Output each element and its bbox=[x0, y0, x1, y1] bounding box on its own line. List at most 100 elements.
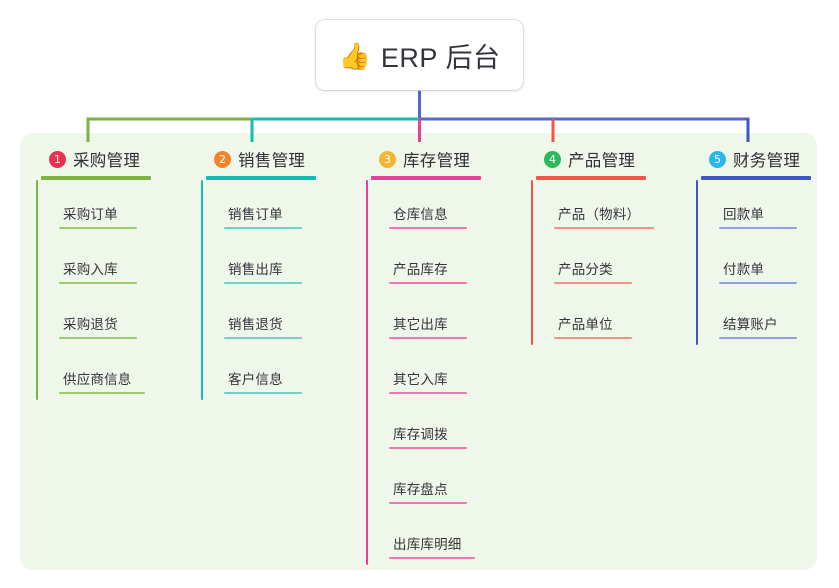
diagram-board bbox=[20, 133, 817, 570]
column-title: 产品管理 bbox=[568, 152, 636, 170]
child-node-underline bbox=[59, 226, 137, 229]
root-title: ERP 后台 bbox=[380, 42, 501, 73]
root-node[interactable]: 👍 ERP 后台 bbox=[316, 20, 523, 90]
column-销售管理: 2 销售管理销售订单销售出库销售退货客户信息 bbox=[201, 146, 316, 400]
child-node-underline bbox=[389, 391, 467, 394]
child-node-label: 产品单位 bbox=[558, 316, 613, 332]
children-spine bbox=[531, 179, 533, 345]
child-node[interactable]: 采购入库 bbox=[41, 235, 151, 290]
child-node-label: 结算账户 bbox=[723, 316, 778, 332]
child-node-label: 库存盘点 bbox=[393, 481, 448, 497]
child-node[interactable]: 库存调拨 bbox=[371, 400, 481, 455]
child-node-underline bbox=[389, 501, 467, 504]
child-node[interactable]: 仓库信息 bbox=[371, 180, 481, 235]
child-node-label: 付款单 bbox=[723, 261, 765, 277]
child-node[interactable]: 销售订单 bbox=[206, 180, 316, 235]
column-header-采购管理[interactable]: 1 采购管理 bbox=[36, 146, 151, 172]
child-node[interactable]: 产品分类 bbox=[536, 235, 646, 290]
child-node-underline bbox=[554, 226, 654, 229]
column-title: 财务管理 bbox=[733, 152, 801, 170]
child-node-underline bbox=[719, 226, 797, 229]
column-财务管理: 5 财务管理回款单付款单结算账户 bbox=[696, 146, 811, 345]
child-node[interactable]: 付款单 bbox=[701, 235, 811, 290]
child-node[interactable]: 采购退货 bbox=[41, 290, 151, 345]
child-node-underline bbox=[719, 281, 797, 284]
child-node-underline bbox=[59, 336, 137, 339]
child-node-underline bbox=[719, 336, 797, 339]
child-node[interactable]: 产品库存 bbox=[371, 235, 481, 290]
child-node-label: 回款单 bbox=[723, 206, 765, 222]
child-node-underline bbox=[224, 281, 302, 284]
child-node-label: 采购退货 bbox=[63, 316, 118, 332]
child-node-label: 客户信息 bbox=[228, 371, 283, 387]
child-node[interactable]: 销售出库 bbox=[206, 235, 316, 290]
child-node-underline bbox=[224, 391, 302, 394]
column-header-产品管理[interactable]: 4 产品管理 bbox=[531, 146, 646, 172]
child-node-label: 产品库存 bbox=[393, 261, 448, 277]
column-number-badge: 1 bbox=[49, 150, 66, 168]
column-underline bbox=[371, 176, 481, 180]
child-node[interactable]: 产品单位 bbox=[536, 290, 646, 345]
child-node[interactable]: 供应商信息 bbox=[41, 345, 151, 400]
child-node[interactable]: 客户信息 bbox=[206, 345, 316, 400]
child-node-label: 采购订单 bbox=[63, 206, 118, 222]
child-node-label: 库存调拨 bbox=[393, 426, 448, 442]
child-node-label: 销售退货 bbox=[228, 316, 283, 332]
child-node-label: 仓库信息 bbox=[393, 206, 448, 222]
child-node-underline bbox=[554, 281, 632, 284]
children-spine bbox=[201, 179, 203, 400]
child-node[interactable]: 销售退货 bbox=[206, 290, 316, 345]
column-number-badge: 2 bbox=[214, 150, 231, 168]
child-node-label: 其它出库 bbox=[393, 316, 448, 332]
child-node-label: 其它入库 bbox=[393, 371, 448, 387]
column-children: 采购订单采购入库采购退货供应商信息 bbox=[36, 179, 151, 400]
column-underline bbox=[701, 176, 811, 180]
thumbs-up-emoji: 👍 bbox=[338, 41, 371, 71]
child-node-underline bbox=[224, 336, 302, 339]
column-children: 仓库信息产品库存其它出库其它入库库存调拨库存盘点出库库明细 bbox=[366, 179, 481, 565]
child-node-underline bbox=[59, 281, 137, 284]
child-node[interactable]: 产品（物料） bbox=[536, 180, 654, 235]
child-node-label: 采购入库 bbox=[63, 261, 118, 277]
child-node-label: 产品分类 bbox=[558, 261, 613, 277]
column-title: 采购管理 bbox=[73, 152, 141, 170]
child-node-label: 产品（物料） bbox=[558, 206, 641, 222]
column-underline bbox=[41, 176, 151, 180]
child-node[interactable]: 采购订单 bbox=[41, 180, 151, 235]
child-node-underline bbox=[554, 336, 632, 339]
child-node-underline bbox=[389, 281, 467, 284]
column-number-badge: 5 bbox=[709, 150, 726, 168]
column-number-badge: 4 bbox=[544, 150, 561, 168]
child-node[interactable]: 出库库明细 bbox=[371, 510, 481, 565]
child-node-label: 销售出库 bbox=[228, 261, 283, 277]
column-title: 库存管理 bbox=[403, 152, 471, 170]
child-node[interactable]: 其它出库 bbox=[371, 290, 481, 345]
child-node-underline bbox=[389, 556, 475, 559]
column-children: 销售订单销售出库销售退货客户信息 bbox=[201, 179, 316, 400]
child-node-label: 销售订单 bbox=[228, 206, 283, 222]
column-children: 回款单付款单结算账户 bbox=[696, 179, 811, 345]
child-node[interactable]: 回款单 bbox=[701, 180, 811, 235]
column-产品管理: 4 产品管理产品（物料） 产品分类产品单位 bbox=[531, 146, 654, 345]
child-node-underline bbox=[389, 226, 467, 229]
child-node[interactable]: 其它入库 bbox=[371, 345, 481, 400]
column-header-财务管理[interactable]: 5 财务管理 bbox=[696, 146, 811, 172]
child-node-underline bbox=[59, 391, 145, 394]
column-header-销售管理[interactable]: 2 销售管理 bbox=[201, 146, 316, 172]
column-underline bbox=[206, 176, 316, 180]
column-采购管理: 1 采购管理采购订单采购入库采购退货供应商信息 bbox=[36, 146, 151, 400]
children-spine bbox=[36, 179, 38, 400]
column-title: 销售管理 bbox=[238, 152, 306, 170]
child-node-underline bbox=[389, 336, 467, 339]
children-spine bbox=[366, 179, 368, 565]
child-node[interactable]: 结算账户 bbox=[701, 290, 811, 345]
column-underline bbox=[536, 176, 646, 180]
column-children: 产品（物料） 产品分类产品单位 bbox=[531, 179, 654, 345]
child-node[interactable]: 库存盘点 bbox=[371, 455, 481, 510]
child-node-underline bbox=[389, 446, 467, 449]
child-node-underline bbox=[224, 226, 302, 229]
